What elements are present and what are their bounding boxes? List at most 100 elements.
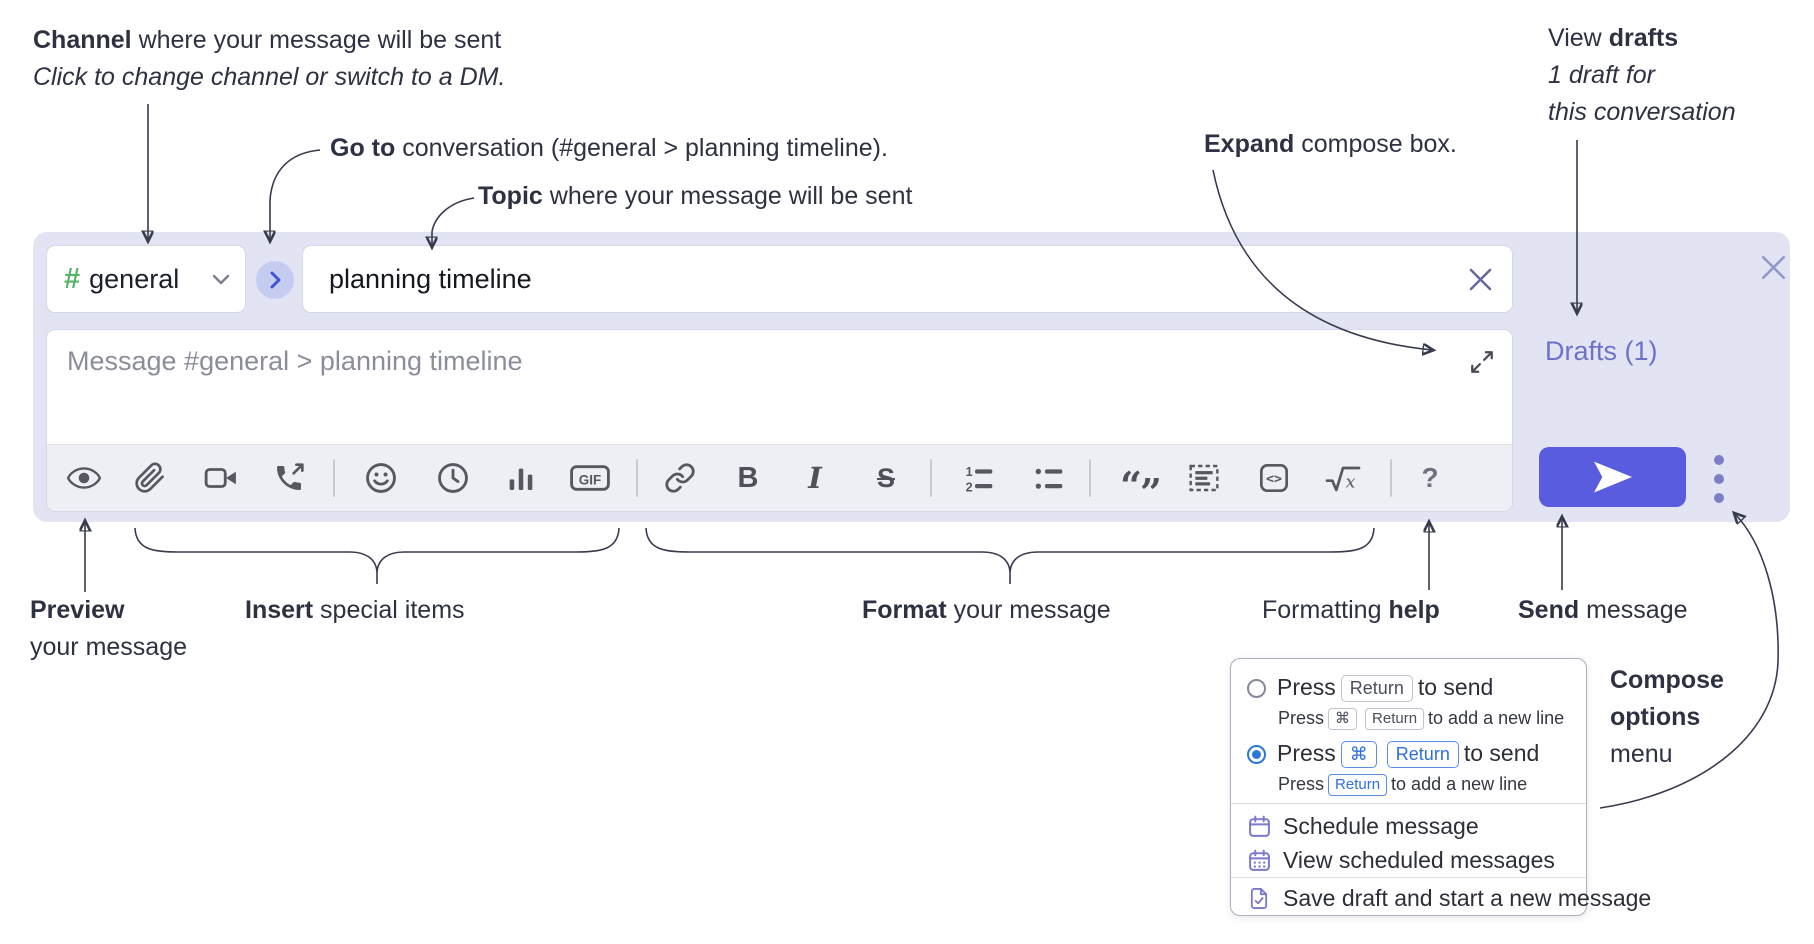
attach-file-button[interactable] [128,456,172,500]
format-annotation: Format your message [862,592,1111,629]
key-return: Return [1328,774,1388,796]
quote-icon: “” [1120,463,1162,512]
key-return: Return [1365,708,1425,730]
svg-text:<>: <> [1266,472,1282,487]
code-button[interactable]: <> [1252,456,1296,500]
menu-item-schedule-message[interactable]: Schedule message [1247,810,1576,842]
message-area: GIF B I [46,329,1513,512]
message-input[interactable] [47,330,1512,444]
key-cmd: ⌘ [1340,741,1377,768]
preview-annotation-line2: your message [30,633,188,661]
insert-annotation-rest: special items [313,596,465,624]
radio-selected-icon[interactable] [1247,744,1266,764]
insert-brace [134,527,620,584]
expand-annotation-bold: Expand [1204,130,1295,158]
chevron-down-icon [212,274,230,284]
close-compose-button[interactable] [1756,250,1790,284]
quote-button[interactable]: “” [1118,456,1162,512]
formatting-help-pre: Formatting [1262,596,1389,624]
compose-options-annotation: Compose options menu [1610,662,1724,773]
topic-clear-button[interactable] [1460,259,1500,299]
expand-annotation: Expand compose box. [1204,126,1457,163]
compose-toolbar: GIF B I [47,444,1512,511]
toolbar-divider [333,459,335,497]
topic-annotation: Topic where your message will be sent [478,178,912,215]
menu-item-save-draft[interactable]: Save draft and start a new message [1247,883,1651,913]
view-drafts-line2: 1 draft for [1548,61,1655,89]
preview-annotation: Preview your message [30,592,187,666]
code-icon: <> [1260,464,1288,492]
italic-icon: I [808,461,822,495]
calendar-icon [1247,814,1271,838]
formatting-help-button[interactable]: ? [1408,456,1452,500]
question-mark-icon: ? [1421,462,1439,493]
emoji-button[interactable] [359,456,403,500]
go-to-conversation-button[interactable] [256,261,294,299]
goto-annotation-rest: conversation (#general > planning timeli… [395,134,888,162]
clock-icon [438,463,468,493]
toolbar-divider [1089,459,1091,497]
channel-hash-icon: # [64,262,81,295]
channel-selector[interactable]: # general [46,245,246,313]
voice-call-button[interactable] [267,456,311,500]
expand-icon [1471,351,1493,373]
bulleted-list-button[interactable] [1027,456,1071,500]
math-button[interactable]: x [1321,456,1365,500]
menu-item-label: Schedule message [1283,812,1479,839]
expand-compose-button[interactable] [1464,344,1500,380]
key-cmd: ⌘ [1328,708,1358,730]
italic-button[interactable]: I [793,456,837,500]
document-check-icon [1247,886,1271,910]
insert-annotation: Insert special items [245,592,465,629]
key-return: Return [1340,675,1413,702]
preview-button[interactable] [62,456,106,500]
menu-item-view-scheduled[interactable]: View scheduled messages [1247,844,1576,876]
numbered-list-button[interactable]: 1 2 [957,456,1001,500]
drafts-link[interactable]: Drafts (1) [1545,336,1658,366]
topic-annotation-rest: where your message will be sent [542,182,913,210]
svg-text:x: x [1346,472,1356,492]
channel-annotation-rest: where your message will be sent [131,26,502,54]
spoiler-button[interactable] [1182,456,1226,500]
link-button[interactable] [658,456,702,500]
gif-button[interactable]: GIF [568,456,612,500]
math-icon: x [1325,466,1361,492]
goto-annotation: Go to conversation (#general > planning … [330,130,888,167]
compose-options-button[interactable] [1701,451,1737,507]
topic-annotation-bold: Topic [478,182,543,210]
preview-annotation-bold: Preview [30,596,125,624]
send-button[interactable] [1539,447,1686,507]
eye-icon [66,467,102,489]
kebab-menu-icon [1714,455,1724,503]
channel-name: general [89,263,180,294]
video-call-button[interactable] [199,456,243,500]
formatting-help-bold: help [1388,596,1440,624]
gif-icon: GIF [570,465,610,491]
formatting-help-annotation: Formatting help [1262,592,1440,629]
bold-button[interactable]: B [726,456,770,500]
compose-box: # general [33,232,1790,522]
view-drafts-annotation: View drafts 1 draft for this conversatio… [1548,20,1736,131]
video-camera-icon [204,468,236,488]
poll-button[interactable] [499,456,543,500]
time-button[interactable] [431,456,475,500]
topic-field [302,245,1513,313]
chevron-right-icon [270,271,281,289]
send-annotation-bold: Send [1518,596,1580,624]
radio-unselected-icon[interactable] [1247,678,1266,698]
menu-item-label: Save draft and start a new message [1283,884,1652,911]
topic-input[interactable] [327,262,1460,296]
bold-icon: B [737,461,759,494]
compose-options-line3: menu [1610,740,1673,768]
svg-text:1: 1 [966,465,973,479]
send-annotation: Send message [1518,592,1688,629]
toolbar-divider [1390,459,1392,497]
format-annotation-rest: your message [946,596,1111,624]
bulleted-list-icon [1035,468,1063,489]
strikethrough-button[interactable]: S [864,456,908,500]
